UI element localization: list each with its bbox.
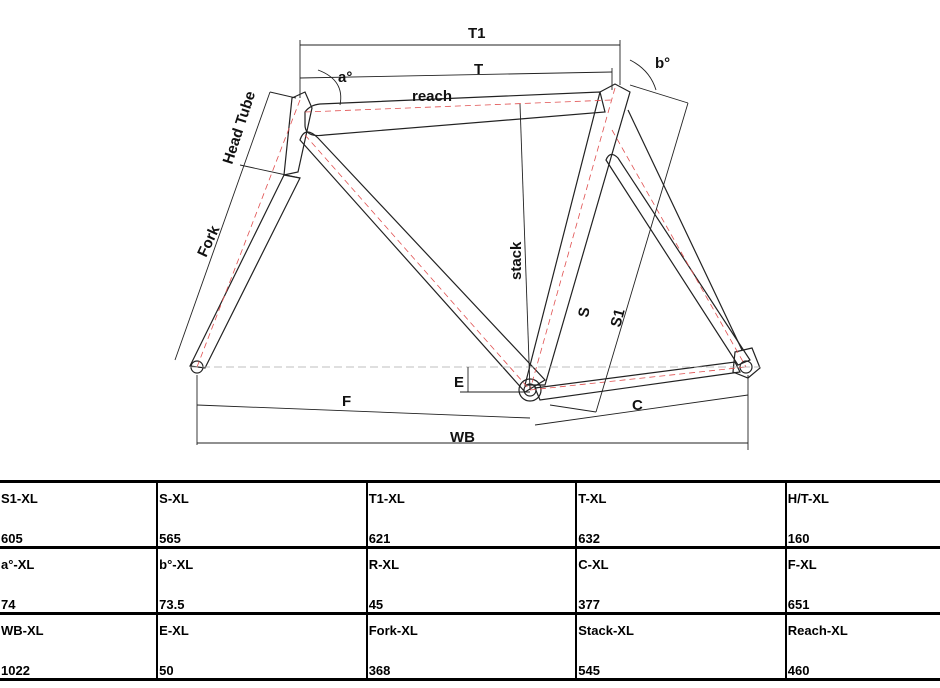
- table-cell: b°-XL 73.5: [156, 546, 367, 615]
- centerlines: [196, 87, 747, 391]
- table-cell: Reach-XL 460: [784, 612, 940, 681]
- cell-value: 632: [578, 531, 600, 546]
- cell-key: Reach-XL: [787, 623, 848, 638]
- cell-value: 651: [787, 597, 810, 612]
- table-row: a°-XL 74 b°-XL 73.5 R-XL 45 C-XL 377 F-XL 651: [0, 546, 940, 615]
- cell-key: b°-XL: [159, 557, 194, 572]
- cell-key: a°-XL: [1, 557, 35, 572]
- cell-key: S1-XL: [1, 491, 38, 506]
- cell-key: H/T-XL: [787, 491, 829, 506]
- cell-value: 50: [159, 663, 174, 678]
- cell-value: 74: [1, 597, 16, 612]
- cell-key: C-XL: [578, 557, 609, 572]
- table-cell: C-XL 377: [575, 546, 786, 615]
- label-b-angle: b°: [655, 55, 670, 72]
- frame-geometry-diagram: T1 T reach a° b° Head Tube Fork stack S …: [174, 25, 761, 450]
- table-cell: F-XL 651: [784, 546, 940, 615]
- label-stack: stack: [508, 241, 525, 280]
- geometry-table: S1-XL 605 S-XL 565 T1-XL 621 T-XL 632 H/T-XL…: [0, 480, 940, 681]
- table-cell: Stack-XL 545: [575, 612, 786, 681]
- cell-key: Stack-XL: [578, 623, 634, 638]
- table-cell: WB-XL 1022: [0, 612, 158, 681]
- label-s1: S1: [607, 307, 628, 329]
- table-cell: a°-XL 74: [0, 546, 158, 615]
- label-wb: WB: [450, 429, 475, 446]
- table-cell: T-XL 632: [575, 480, 786, 549]
- cell-key: T1-XL: [368, 491, 405, 506]
- label-t1: T1: [468, 25, 486, 42]
- cell-value: 377: [578, 597, 600, 612]
- cell-key: E-XL: [159, 623, 189, 638]
- label-c: C: [632, 397, 643, 414]
- table-cell: S-XL 565: [156, 480, 367, 549]
- cell-value: 621: [368, 531, 391, 546]
- table-cell: S1-XL 605: [0, 480, 158, 549]
- cell-key: F-XL: [787, 557, 817, 572]
- cell-key: R-XL: [368, 557, 400, 572]
- label-head-tube: Head Tube: [220, 89, 260, 166]
- label-fork: Fork: [194, 222, 223, 259]
- table-cell: R-XL 45: [365, 546, 577, 615]
- cell-key: WB-XL: [1, 623, 44, 638]
- cell-value: 1022: [1, 663, 30, 678]
- dimension-lines: [174, 40, 749, 450]
- label-a-angle: a°: [338, 69, 352, 86]
- cell-value: 45: [368, 597, 384, 612]
- table-cell: T1-XL 621: [365, 480, 577, 549]
- table-cell: H/T-XL 160: [784, 480, 940, 549]
- table-cell: E-XL 50: [156, 612, 367, 681]
- label-e: E: [454, 374, 464, 391]
- table-cell: Fork-XL 368: [365, 612, 577, 681]
- cell-key: T-XL: [578, 491, 607, 506]
- label-f: F: [342, 393, 351, 410]
- cell-value: 460: [787, 663, 810, 678]
- cell-value: 160: [787, 531, 810, 546]
- cell-value: 545: [578, 663, 600, 678]
- label-t: T: [474, 61, 483, 78]
- label-reach: reach: [412, 88, 452, 105]
- cell-value: 73.5: [159, 597, 185, 612]
- table-row: S1-XL 605 S-XL 565 T1-XL 621 T-XL 632 H/T-XL…: [0, 480, 940, 549]
- cell-value: 565: [159, 531, 181, 546]
- cell-value: 605: [1, 531, 23, 546]
- label-s: S: [575, 306, 593, 319]
- cell-key: S-XL: [159, 491, 189, 506]
- frame-outline: [189, 83, 761, 402]
- cell-key: Fork-XL: [368, 623, 418, 638]
- cell-value: 368: [368, 663, 391, 678]
